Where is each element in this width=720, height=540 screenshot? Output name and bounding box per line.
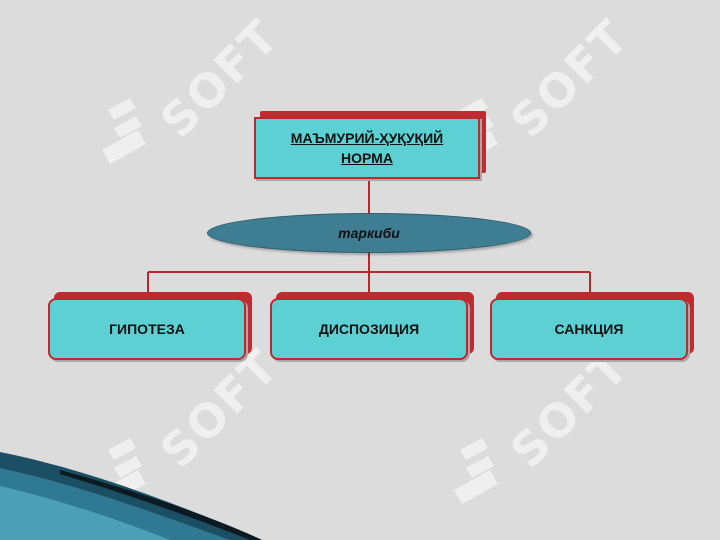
root-node-line1: МАЪМУРИЙ-ҲУҚУҚИЙ (290, 130, 444, 146)
child-node-label: ГИПОТЕЗА (109, 321, 185, 337)
child-node-sanction: САНКЦИЯ (490, 298, 688, 360)
child-node-label: ДИСПОЗИЦИЯ (318, 321, 420, 337)
child-node-label: САНКЦИЯ (554, 321, 624, 337)
root-node: МАЪМУРИЙ-ҲУҚУҚИЙ НОРМА (254, 117, 480, 179)
connector-label: таркиби (338, 225, 400, 241)
root-node-line2: НОРМА (341, 150, 393, 166)
connector-oval: таркиби (207, 213, 531, 253)
corner-swoosh (0, 452, 262, 540)
child-node-hypothesis: ГИПОТЕЗА (48, 298, 246, 360)
child-node-disposition: ДИСПОЗИЦИЯ (270, 298, 468, 360)
